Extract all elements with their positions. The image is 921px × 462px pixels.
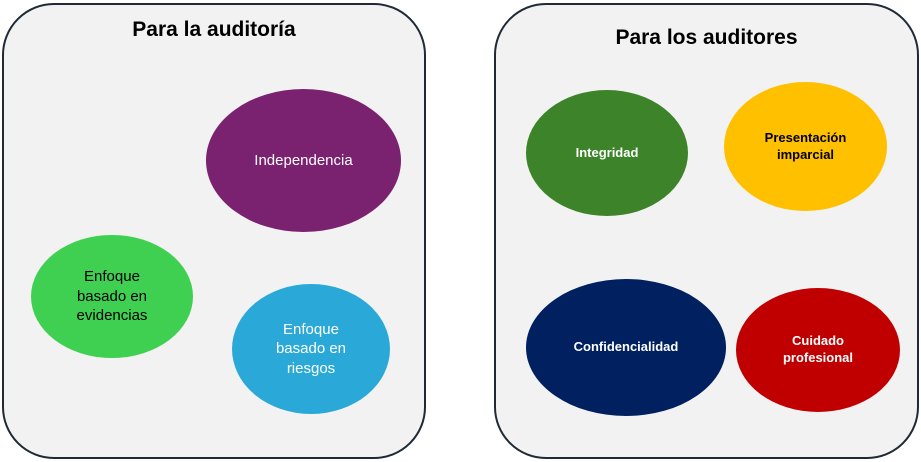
auditors-panel-title: Para los auditores xyxy=(615,26,798,49)
independence-ellipse: Independencia xyxy=(206,89,401,232)
confidentiality-label: Confidencialidad xyxy=(573,339,679,355)
independence-label: Independencia xyxy=(254,151,353,169)
audit-panel: Para la auditoría xyxy=(2,3,426,459)
due-care-ellipse: Cuidado profesional xyxy=(736,288,900,412)
fair-presentation-label: Presentación imparcial xyxy=(764,129,847,162)
audit-panel-title: Para la auditoría xyxy=(132,18,296,41)
due-care-label: Cuidado profesional xyxy=(782,333,854,365)
risk-approach-ellipse: Enfoque basado en riesgos xyxy=(232,284,390,414)
risk-approach-label: Enfoque basado en riesgos xyxy=(275,320,347,377)
evidence-approach-ellipse: Enfoque basado en evidencias xyxy=(31,235,193,358)
fair-presentation-ellipse: Presentación imparcial xyxy=(724,82,887,211)
evidence-approach-label: Enfoque basado en evidencias xyxy=(76,268,148,325)
integrity-label: Integridad xyxy=(575,144,639,160)
integrity-ellipse: Integridad xyxy=(526,90,688,216)
confidentiality-ellipse: Confidencialidad xyxy=(526,279,726,416)
